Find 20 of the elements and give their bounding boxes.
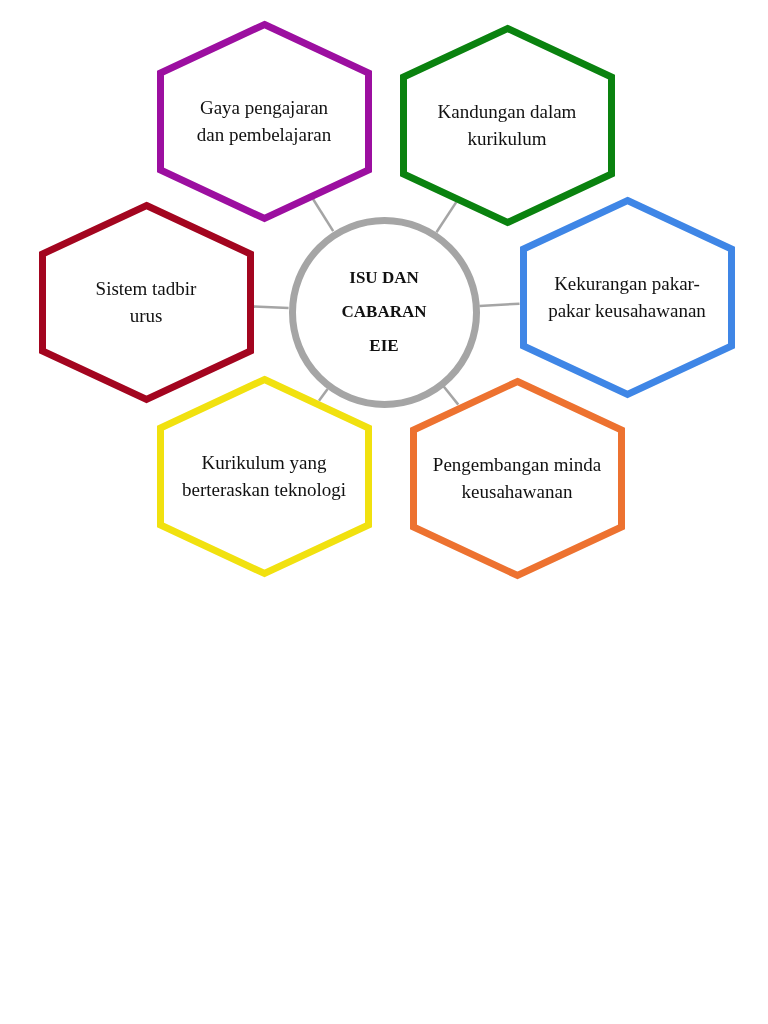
hexagon-node — [156, 20, 372, 222]
node-label: Kurikulum yang berteraskan teknologi — [180, 451, 348, 502]
connector-line — [253, 305, 289, 310]
hexagon-node — [156, 375, 372, 577]
connector-line — [435, 201, 458, 233]
hexagon-node — [409, 377, 625, 579]
center-title: ISU DAN CABARAN EIE — [340, 267, 428, 357]
hexagon-node — [38, 201, 254, 403]
circle-node — [288, 216, 480, 408]
node-label: Sistem tadbir urus — [94, 277, 198, 328]
connector-line — [442, 385, 460, 406]
hexagon-node — [519, 196, 735, 398]
node-label: Gaya pengajaran dan pembelajaran — [195, 96, 333, 147]
node-label: Kandungan dalam kurikulum — [436, 100, 578, 151]
node-label: Pengembangan minda keusahawanan — [432, 453, 602, 504]
connector-line — [311, 198, 335, 232]
node-label: Kekurangan pakar-pakar keusahawanan — [547, 272, 707, 323]
hexagon-node — [399, 24, 615, 226]
connector-line — [318, 388, 329, 402]
connector-line — [479, 302, 520, 308]
